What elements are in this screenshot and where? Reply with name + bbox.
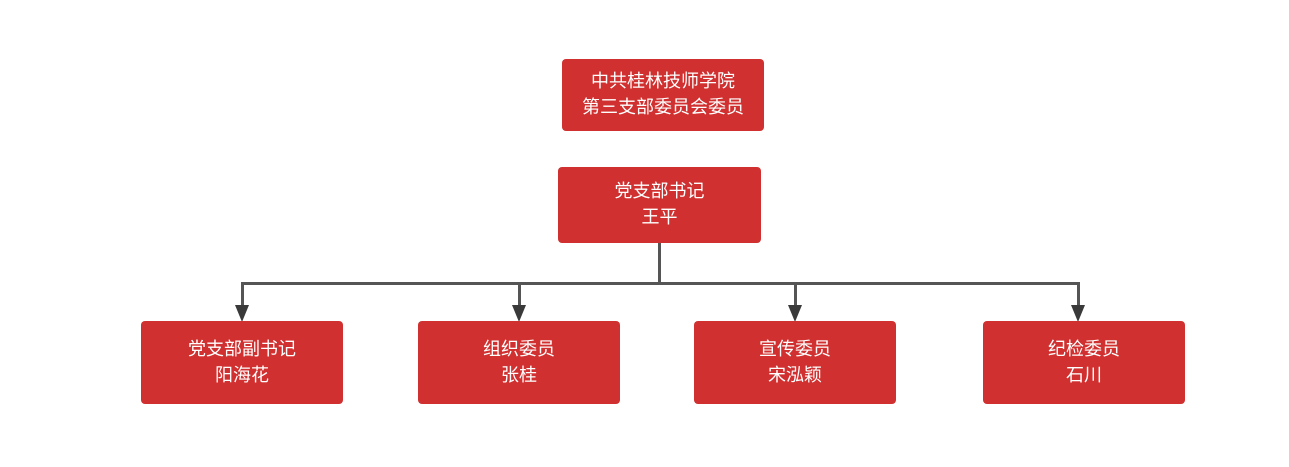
arrow-down-icon-member-3: [1071, 305, 1085, 322]
member-name: 阳海花: [215, 364, 269, 386]
org-header-node[interactable]: 中共桂林技师学院 第三支部委员会委员: [562, 59, 764, 131]
secretary-stem-connector: [658, 243, 661, 284]
drop-connector-member-1: [518, 282, 521, 311]
arrow-down-icon-member-0: [235, 305, 249, 322]
org-header-line-2: 第三支部委员会委员: [582, 97, 744, 118]
secretary-node[interactable]: 党支部书记 王平: [558, 167, 761, 243]
member-title: 纪检委员: [1048, 338, 1120, 360]
arrow-down-icon-member-1: [512, 305, 526, 322]
secretary-name: 王平: [641, 207, 678, 228]
org-header-line-1: 中共桂林技师学院: [591, 71, 735, 93]
member-title: 宣传委员: [759, 338, 831, 360]
member-node-publicity-officer[interactable]: 宣传委员 宋泓颖: [694, 321, 896, 404]
members-bus-connector: [241, 282, 1079, 285]
member-name: 张桂: [501, 364, 537, 386]
member-node-discipline-officer[interactable]: 纪检委员 石川: [983, 321, 1185, 404]
drop-connector-member-0: [241, 282, 244, 311]
member-title: 党支部副书记: [188, 338, 296, 360]
arrow-down-icon-member-2: [788, 305, 802, 322]
secretary-title: 党支部书记: [614, 181, 705, 203]
drop-connector-member-3: [1077, 282, 1080, 311]
drop-connector-member-2: [794, 282, 797, 311]
member-name: 石川: [1066, 364, 1102, 386]
member-title: 组织委员: [483, 338, 555, 360]
member-node-organization-officer[interactable]: 组织委员 张桂: [418, 321, 620, 404]
member-node-deputy-secretary[interactable]: 党支部副书记 阳海花: [141, 321, 343, 404]
member-name: 宋泓颖: [768, 364, 822, 386]
